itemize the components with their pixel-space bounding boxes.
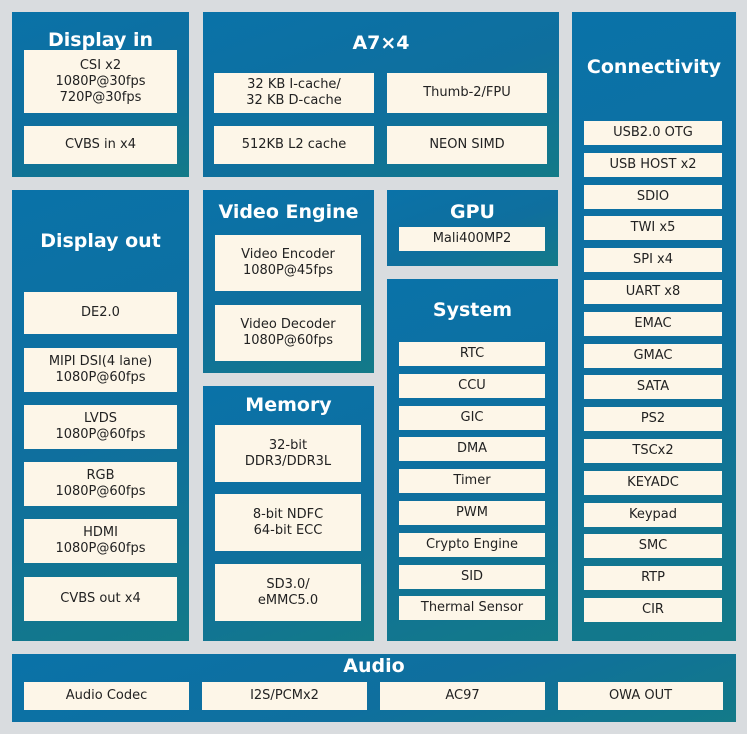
connectivity-item: GMAC: [584, 343, 722, 368]
memory-block: Memory 32-bit DDR3/DDR3L 8-bit NDFC 64-b…: [203, 386, 374, 641]
connectivity-item: USB HOST x2: [584, 152, 722, 177]
gpu-title: GPU: [450, 201, 495, 223]
display-in-block: Display in CSI x2 1080P@30fps 720P@30fps…: [12, 12, 189, 177]
display-out-title: Display out: [40, 230, 161, 252]
connectivity-item: KEYADC: [584, 470, 722, 495]
display-out-item: HDMI 1080P@60fps: [24, 519, 177, 563]
audio-item: Audio Codec: [24, 682, 189, 710]
video-engine-item: Video Encoder 1080P@45fps: [215, 235, 361, 291]
connectivity-item: CIR: [584, 598, 722, 622]
display-out-item: LVDS 1080P@60fps: [24, 405, 177, 449]
connectivity-item: SDIO: [584, 184, 722, 209]
connectivity-item: RTP: [584, 566, 722, 591]
video-engine-item: Video Decoder 1080P@60fps: [215, 305, 361, 361]
system-title: System: [432, 299, 513, 321]
display-out-item: RGB 1080P@60fps: [24, 462, 177, 506]
connectivity-item: SPI x4: [584, 248, 722, 273]
connectivity-item: USB2.0 OTG: [584, 121, 722, 145]
gpu-block: GPU Mali400MP2: [387, 190, 558, 266]
connectivity-item: UART x8: [584, 280, 722, 304]
system-item: Thermal Sensor: [399, 596, 545, 621]
audio-title: Audio: [343, 655, 405, 677]
cpu-block: A7×4 32 KB I-cache/ 32 KB D-cache Thumb-…: [203, 12, 559, 177]
cpu-title: A7×4: [352, 32, 410, 54]
display-out-item: DE2.0: [24, 292, 177, 334]
connectivity-item: TWI x5: [584, 216, 722, 241]
system-item: SID: [399, 564, 545, 589]
audio-item: I2S/PCMx2: [202, 682, 367, 710]
video-engine-block: Video Engine Video Encoder 1080P@45fps V…: [203, 190, 374, 373]
audio-item: AC97: [380, 682, 545, 710]
video-engine-title: Video Engine: [218, 201, 359, 223]
display-in-title: Display in: [48, 29, 153, 51]
connectivity-item: SMC: [584, 534, 722, 559]
display-in-item: CVBS in x4: [24, 126, 177, 164]
system-item: PWM: [399, 501, 545, 525]
memory-item: 8-bit NDFC 64-bit ECC: [215, 494, 361, 551]
audio-block: Audio Audio Codec I2S/PCMx2 AC97 OWA OUT: [12, 654, 736, 722]
cpu-item: NEON SIMD: [387, 126, 547, 164]
system-item: Timer: [399, 469, 545, 494]
system-item: RTC: [399, 342, 545, 366]
display-in-item: CSI x2 1080P@30fps 720P@30fps: [24, 50, 177, 113]
memory-item: SD3.0/ eMMC5.0: [215, 564, 361, 621]
memory-item: 32-bit DDR3/DDR3L: [215, 425, 361, 482]
display-out-item: MIPI DSI(4 lane) 1080P@60fps: [24, 348, 177, 392]
system-item: Crypto Engine: [399, 532, 545, 557]
connectivity-item: EMAC: [584, 311, 722, 336]
connectivity-title: Connectivity: [586, 56, 722, 78]
system-item: DMA: [399, 437, 545, 462]
connectivity-block: Connectivity USB2.0 OTG USB HOST x2 SDIO TW…: [572, 12, 736, 641]
audio-item: OWA OUT: [558, 682, 723, 710]
connectivity-item: SATA: [584, 375, 722, 400]
cpu-item: 32 KB I-cache/ 32 KB D-cache: [214, 73, 374, 113]
memory-title: Memory: [245, 394, 332, 416]
cpu-item: Thumb-2/FPU: [387, 73, 547, 113]
display-out-block: Display out DE2.0 MIPI DSI(4 lane) 1080P…: [12, 190, 189, 641]
system-item: CCU: [399, 373, 545, 398]
cpu-item: 512KB L2 cache: [214, 126, 374, 164]
display-out-item: CVBS out x4: [24, 577, 177, 621]
connectivity-item: Keypad: [584, 502, 722, 527]
connectivity-item: TSCx2: [584, 439, 722, 463]
connectivity-item: PS2: [584, 407, 722, 432]
system-item: GIC: [399, 405, 545, 430]
gpu-item: Mali400MP2: [399, 227, 545, 251]
